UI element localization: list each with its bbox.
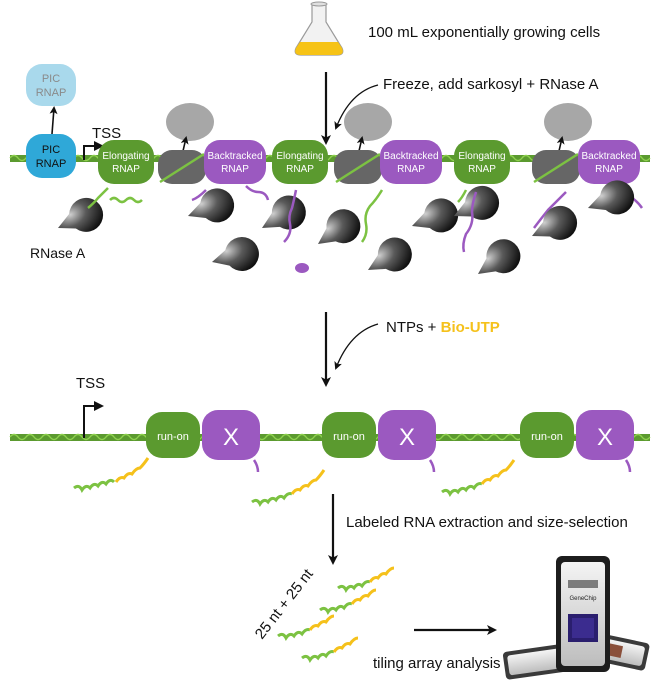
svg-text:RNAP: RNAP (36, 158, 67, 170)
svg-text:RNAP: RNAP (397, 164, 425, 175)
stalled-backtracked-rnap-2: X (378, 410, 436, 473)
displaced-rnap-2 (334, 150, 382, 184)
svg-text:Backtracked: Backtracked (383, 151, 438, 162)
rnase-pacman-icon (359, 231, 419, 285)
stalled-backtracked-rnap-1: X (202, 410, 260, 473)
extraction-label: Labeled RNA extraction and size-selectio… (346, 514, 628, 531)
freeze-label: Freeze, add sarkosyl + RNase A (383, 76, 599, 93)
tss-marker-2 (83, 401, 104, 438)
rnase-pacman-icon (524, 200, 583, 252)
svg-text:Elongating: Elongating (458, 151, 505, 162)
backtracked-rnap-3: Backtracked RNAP (578, 140, 640, 184)
svg-text:run-on: run-on (333, 431, 365, 443)
rnase-pacman-icon (468, 232, 528, 288)
released-rnap-2 (344, 103, 392, 141)
svg-text:Elongating: Elongating (102, 151, 149, 162)
tss-label-2: TSS (76, 375, 105, 392)
rnase-pacman-icon (253, 189, 313, 243)
svg-text:RNAP: RNAP (468, 164, 496, 175)
nascent-rna (87, 187, 109, 209)
pic-release-arrow (49, 106, 58, 135)
svg-text:RNAP: RNAP (36, 87, 67, 99)
tiling-label: tiling array analysis (373, 655, 501, 672)
svg-text:GeneChip: GeneChip (569, 596, 597, 602)
tss-marker-1 (83, 141, 104, 160)
culture-label: 100 mL exponentially growing cells (368, 24, 600, 41)
displaced-rnap-3 (532, 150, 580, 184)
svg-text:RNAP: RNAP (112, 164, 140, 175)
svg-text:Backtracked: Backtracked (581, 151, 636, 162)
pic-rnap-released: PIC RNAP (26, 64, 76, 106)
rnase-pacman-icon (406, 193, 463, 242)
svg-text:X: X (223, 424, 239, 451)
bio-utp-label: Bio-UTP (441, 319, 500, 336)
runon-rnap-1: run-on (73, 412, 200, 493)
svg-text:X: X (399, 424, 415, 451)
size-selected-rna (277, 566, 395, 663)
svg-text:X: X (597, 424, 613, 451)
runon-rnap-3: run-on (441, 412, 574, 497)
genechip-icon: GeneChip (502, 556, 650, 680)
backtracked-rnap-2: Backtracked RNAP (380, 140, 442, 184)
ntps-pointer-arrow (334, 323, 379, 370)
displaced-rnap-1 (158, 150, 206, 184)
stalled-backtracked-rnap-3: X (576, 410, 634, 473)
freeze-pointer-arrow (334, 84, 379, 130)
elongating-rnap-1: Elongating RNAP (98, 140, 154, 204)
rnase-label: RNase A (30, 245, 86, 261)
elongating-rnap-2: Elongating RNAP (272, 140, 328, 184)
backtracked-rnap-1: Backtracked RNAP (204, 140, 266, 184)
svg-text:PIC: PIC (42, 73, 60, 85)
rnase-pacman-icon (50, 192, 109, 244)
svg-text:run-on: run-on (531, 431, 563, 443)
rnase-pacman-icon (308, 202, 368, 258)
svg-text:RNAP: RNAP (286, 164, 314, 175)
svg-text:Elongating: Elongating (276, 151, 323, 162)
svg-text:RNAP: RNAP (595, 164, 623, 175)
released-rnap-3 (544, 103, 592, 141)
svg-text:Backtracked: Backtracked (207, 151, 262, 162)
ntps-label: NTPs + Bio-UTP (386, 319, 500, 336)
elongating-rnap-3: Elongating RNAP (454, 140, 510, 184)
svg-text:run-on: run-on (157, 431, 189, 443)
svg-text:RNAP: RNAP (221, 164, 249, 175)
pic-rnap: PIC RNAP (26, 134, 76, 178)
rnase-pacman-icon (182, 183, 239, 232)
svg-text:PIC: PIC (42, 144, 60, 156)
runon-rnap-2: run-on (251, 412, 376, 507)
released-rnap-1 (166, 103, 214, 141)
rnase-pacman-icon (207, 233, 263, 279)
flask-icon (294, 1, 344, 56)
tss-label-1: TSS (92, 125, 121, 142)
